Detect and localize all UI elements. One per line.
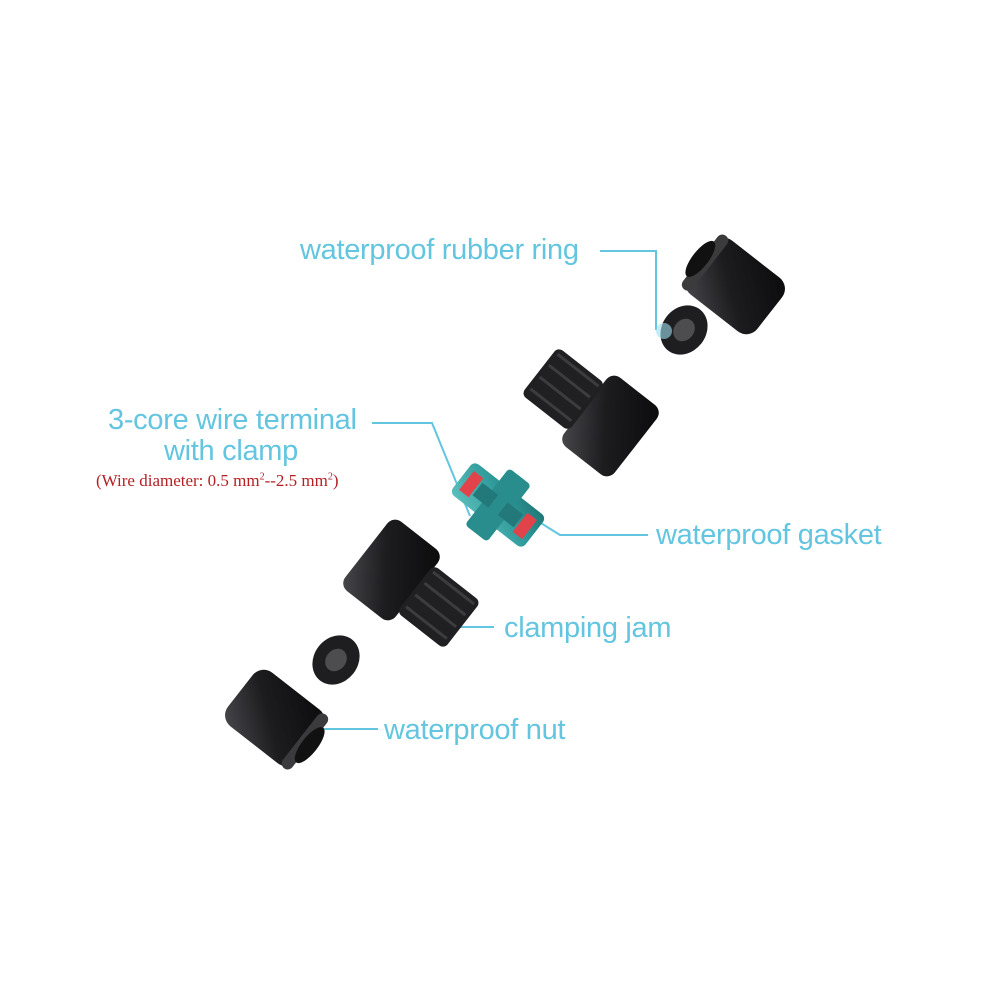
top-rubber-ring (660, 305, 708, 355)
bottom-nut (225, 669, 329, 770)
leader-terminal (372, 422, 471, 517)
note-text: Wire diameter: 0.5 mm (101, 471, 260, 490)
label-rubber-ring: waterproof rubber ring (300, 234, 579, 266)
bottom-clamp-body (343, 519, 479, 647)
top-nut (681, 234, 785, 335)
wire-terminal (451, 463, 545, 547)
label-terminal-line2: with clamp (164, 435, 298, 467)
note-sup2: 2 (327, 471, 333, 483)
top-clamp-body (523, 349, 659, 477)
label-clamping-jam: clamping jam (504, 612, 672, 644)
ring-highlight (656, 323, 672, 339)
label-gasket: waterproof gasket (656, 519, 882, 551)
bottom-rubber-ring (312, 635, 360, 685)
note-open-paren: ( (96, 471, 102, 490)
note-mid: --2.5 mm (264, 471, 328, 490)
leader-rubber-ring (600, 250, 657, 330)
label-nut: waterproof nut (384, 714, 566, 746)
note-sup1: 2 (259, 471, 265, 483)
note-close-paren: ) (332, 471, 339, 490)
wire-diameter-note: (Wire diameter: 0.5 mm2--2.5 mm2) (96, 471, 339, 491)
label-terminal-line1: 3-core wire terminal (108, 404, 357, 436)
leader-gasket (535, 519, 648, 536)
